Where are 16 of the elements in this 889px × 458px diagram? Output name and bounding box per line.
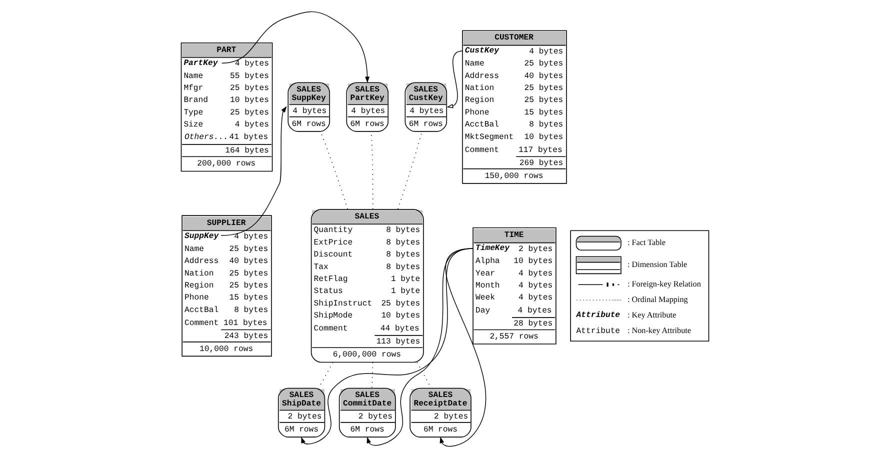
legend-label: : Fact Table bbox=[626, 238, 665, 248]
legend-label: Attribute : Non-key Attribute bbox=[576, 326, 690, 336]
arrow bbox=[300, 248, 473, 444]
arrow bbox=[220, 106, 286, 236]
connector bbox=[397, 131, 422, 210]
legend-label: : Ordinal Mapping bbox=[626, 295, 688, 304]
legend-label: : Dimension Table bbox=[626, 260, 687, 270]
arrow bbox=[446, 50, 462, 108]
legend-label: : Foreign-key Relation bbox=[626, 280, 700, 289]
arrow bbox=[221, 11, 370, 83]
connector bbox=[416, 362, 431, 388]
connector bbox=[318, 362, 333, 388]
legend-label: Attribute : Key Attribute bbox=[576, 310, 676, 320]
arrow bbox=[366, 248, 473, 446]
connector bbox=[370, 362, 373, 388]
arrow bbox=[439, 248, 486, 447]
